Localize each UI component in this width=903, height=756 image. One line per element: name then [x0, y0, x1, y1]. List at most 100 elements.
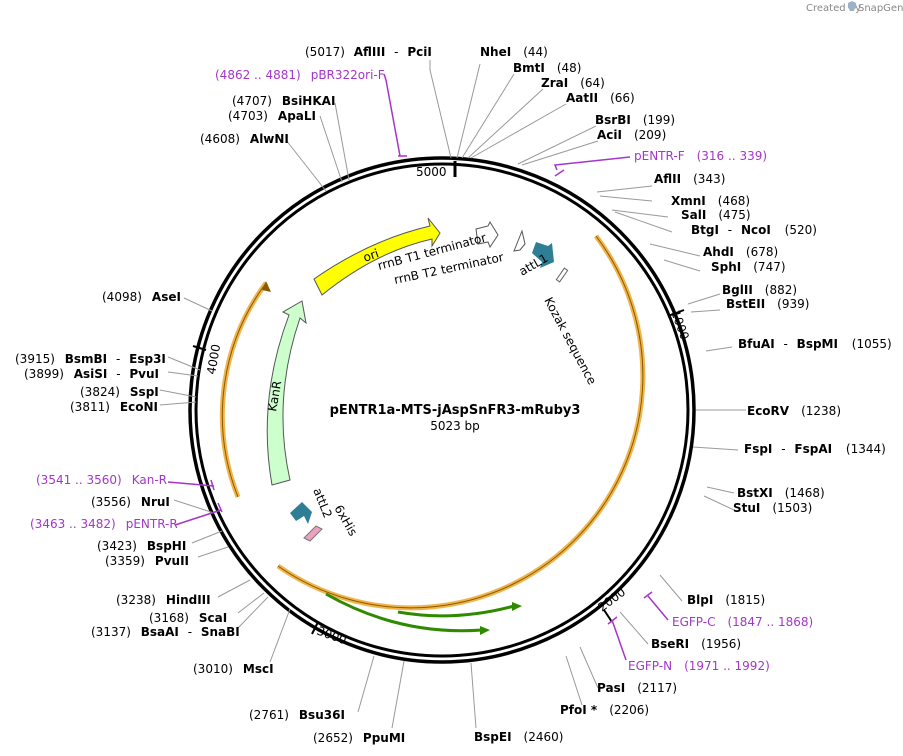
site-fspi-name: FspI [744, 442, 772, 456]
backbone-inner [194, 162, 690, 658]
site-bsu36i: (2761)Bsu36I [249, 708, 345, 722]
site-sep: - [116, 367, 120, 381]
primer-markers [167, 73, 669, 661]
rrnb-t1-terminator-icon [475, 220, 499, 249]
site-ecorv-pos: (1238) [801, 404, 841, 418]
site-aflii-name: AflII [654, 172, 681, 186]
attl2-arrow-icon [290, 502, 312, 524]
site-bglii-name: BglII [722, 283, 753, 297]
site-ecorv: EcoRV(1238) [747, 404, 841, 418]
site-acii: AciI(209) [597, 128, 666, 142]
site-nrui: (3556)NruI [91, 495, 170, 509]
site-bsteii: BstEII (939) [726, 297, 809, 311]
site-fspi-fspai: FspI - FspAI (1344) [744, 442, 886, 456]
primer-egfp-c-range: (1847 .. 1868) [727, 615, 813, 629]
site-sphi-pos: (747) [753, 260, 785, 274]
site-bsaai-pos: (3137) [91, 625, 131, 639]
primer-pentr-r: (3463 .. 3482)pENTR-R [30, 517, 178, 531]
site-blpi-name: BlpI [687, 593, 713, 607]
kanr-label: KanR [265, 380, 284, 413]
site-bspei-name: BspEI [474, 730, 512, 744]
attl1-label: attL1 [517, 251, 551, 279]
ori-arrow [313, 217, 441, 296]
site-bmti-name: BmtI [513, 61, 545, 75]
site-bseri-pos: (1956) [701, 637, 741, 651]
site-pfoi: PfoI *(2206) [560, 703, 649, 717]
site-btgi-ncoi: BtgI - NcoI (520) [691, 223, 817, 237]
site-bsrbi-pos: (199) [643, 113, 675, 127]
site-stui-name: StuI [733, 501, 760, 515]
site-asei-pos: (4098) [102, 290, 142, 304]
green-arrow-lower-head-icon [480, 626, 490, 635]
site-bfuai-pos: (1055) [852, 337, 892, 351]
site-bsteii-pos: (939) [777, 297, 809, 311]
site-snabi-name: SnaBI [201, 625, 240, 639]
site-nhei: NheI (44) [480, 45, 548, 59]
site-bstxi-name: BstXI [737, 486, 773, 500]
site-bsaai-name: BsaAI [141, 625, 179, 639]
site-blpi-pos: (1815) [725, 593, 765, 607]
primer-pbr322-range: (4862 .. 4881) [215, 68, 301, 82]
site-pvui-name: PvuI [129, 367, 159, 381]
site-bsihkai-pos: (4707) [232, 94, 272, 108]
site-msci-name: MscI [243, 662, 274, 676]
site-ahdi-name: AhdI [703, 245, 734, 259]
snapgene-brand: SnapGene [858, 3, 903, 14]
green-arrow-upper [397, 604, 515, 618]
site-sep: - [116, 352, 120, 366]
site-stui: StuI (1503) [733, 501, 812, 515]
site-sphi: SphI(747) [711, 260, 786, 274]
primer-pentr-r-range: (3463 .. 3482) [30, 517, 116, 531]
site-connector-lines [159, 60, 746, 729]
primer-egfp-c: EGFP-C(1847 .. 1868) [672, 615, 813, 629]
site-pvuii-name: PvuII [155, 554, 189, 568]
kozak-label: Kozak sequence [541, 295, 599, 387]
site-bsteii-name: BstEII [726, 297, 765, 311]
kanr-arrow [266, 300, 307, 486]
primer-egfp-n-range: (1971 .. 1992) [684, 659, 770, 673]
site-ahdi: AhdI (678) [703, 245, 778, 259]
site-stui-pos: (1503) [772, 501, 812, 515]
site-bstxi-pos: (1468) [785, 486, 825, 500]
plasmid-size: 5023 bp [430, 419, 480, 433]
site-nhei-name: NheI [480, 45, 511, 59]
site-bstxi: BstXI (1468) [737, 486, 825, 500]
site-sspi-pos: (3824) [80, 385, 120, 399]
site-ahdi-pos: (678) [746, 245, 778, 259]
attl1-arrow-icon [532, 242, 554, 268]
site-ncoi-pos: (520) [785, 223, 817, 237]
tick-label-3000: 3000 [315, 624, 348, 648]
site-alwni-name: AlwNI [250, 132, 289, 146]
site-bsihkai-name: BsiHKAI [282, 94, 336, 108]
site-econi-pos: (3811) [70, 400, 110, 414]
created-by-text: Created by [806, 3, 861, 14]
snapgene-logo-icon [848, 1, 856, 11]
site-zrai-name: ZraI [541, 76, 568, 90]
site-bsphi-name: BspHI [147, 539, 186, 553]
site-bmti-pos: (48) [557, 61, 582, 75]
site-xmni-pos: (468) [718, 194, 750, 208]
his-tag-icon [303, 525, 323, 542]
site-bspei-pos: (2460) [524, 730, 564, 744]
primer-pentr-f-name: pENTR-F [634, 149, 685, 163]
site-bmti: BmtI (48) [513, 61, 582, 75]
site-bsphi: (3423) BspHI [97, 539, 186, 553]
site-nhei-pos: (44) [523, 45, 548, 59]
site-bsphi-pos: (3423) [97, 539, 137, 553]
ori-label: ori [361, 246, 380, 264]
site-sspi-name: SspI [130, 385, 159, 399]
site-econi-name: EcoNI [120, 400, 158, 414]
site-sspi: (3824) SspI [80, 385, 159, 399]
site-bseri-name: BseRI [651, 637, 689, 651]
site-esp3i-name: Esp3I [129, 352, 166, 366]
site-econi: (3811) EcoNI [70, 400, 158, 414]
tick-label-4000: 4000 [204, 343, 223, 376]
plasmid-name: pENTR1a-MTS-jAspSnFR3-mRuby3 [330, 403, 581, 418]
site-asisi-pos: (3899) [24, 367, 64, 381]
site-ppumi-name: PpuMI [363, 731, 405, 745]
site-asisi-pvui: (3899) AsiSI - PvuI [24, 367, 159, 381]
his-label: 6xHis [331, 503, 360, 539]
site-afliii-name: AflIII [354, 45, 386, 59]
site-fspai-name: FspAI [794, 442, 832, 456]
site-ppumi: (2652)PpuMI [313, 731, 405, 745]
